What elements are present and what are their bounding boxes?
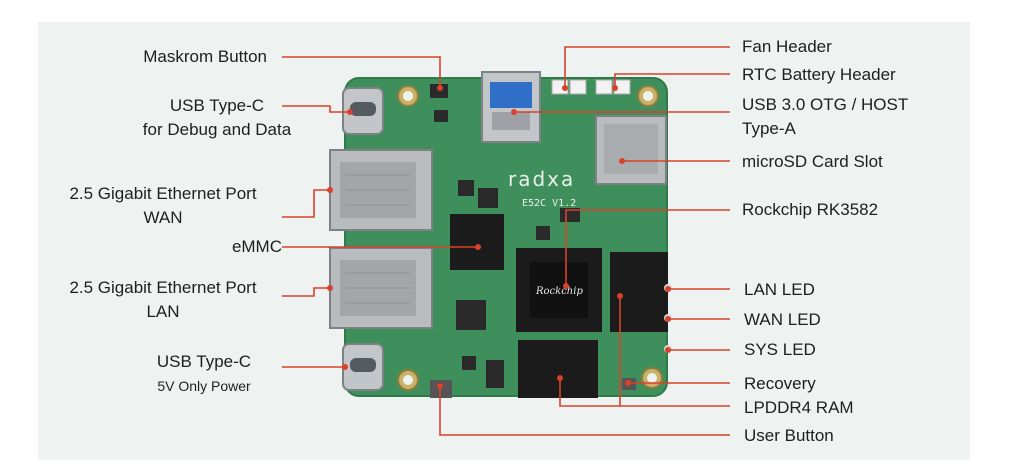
label-usbc-power-line1: USB Type-C [156,352,252,371]
soc-chip [516,248,602,332]
label-eth-lan-line2: LAN [146,302,180,321]
label-fan-text: Fan Header [742,37,832,56]
label-usb3-line2: Type-A [742,119,796,138]
label-eth-wan-line1: 2.5 Gigabit Ethernet Port [69,184,257,203]
label-lpddr4-text: LPDDR4 RAM [744,398,854,417]
label-usbc-debug-line1: USB Type-C [169,96,265,115]
leader-dots [327,85,671,389]
label-sys-led-text: SYS LED [744,340,816,359]
label-microsd-text: microSD Card Slot [742,152,883,171]
label-usb3-line1: USB 3.0 OTG / HOST [742,95,909,114]
emmc-chip [450,214,504,270]
label-fan: Fan Header [742,35,832,59]
label-wan-led: WAN LED [744,308,821,332]
label-lan-led: LAN LED [744,278,815,302]
label-usbc-debug: USB Type-C for Debug and Data [92,94,342,142]
soc-marking-text: Rockchip [535,286,583,297]
label-user-button-text: User Button [744,426,834,445]
mounting-holes [397,85,663,391]
label-wan-led-text: WAN LED [744,310,821,329]
label-rtc: RTC Battery Header [742,63,896,87]
label-recovery-text: Recovery [744,374,816,393]
usb3-port [481,71,541,143]
board-brand-text: radxa [508,167,575,191]
microsd-slot [595,115,667,185]
lpddr4-chip-right [610,252,668,332]
label-maskrom-text: Maskrom Button [143,47,267,66]
ethernet-lan-port [329,247,433,329]
label-rtc-text: RTC Battery Header [742,65,896,84]
usbc-debug-port [342,87,384,135]
misc-components [430,84,636,398]
label-microsd: microSD Card Slot [742,150,883,174]
label-eth-lan-line1: 2.5 Gigabit Ethernet Port [69,278,257,297]
label-usb3: USB 3.0 OTG / HOST Type-A [742,93,908,141]
label-usbc-power-line2: 5V Only Power [157,378,251,394]
label-maskrom: Maskrom Button [143,45,267,69]
label-recovery: Recovery [744,372,816,396]
label-emmc: eMMC [232,235,282,259]
label-eth-wan: 2.5 Gigabit Ethernet Port WAN [40,182,286,230]
label-eth-wan-line2: WAN [143,208,183,227]
label-lpddr4: LPDDR4 RAM [744,396,854,420]
label-usbc-debug-line2: for Debug and Data [142,120,292,139]
label-soc-text: Rockchip RK3582 [742,200,879,219]
label-eth-lan: 2.5 Gigabit Ethernet Port LAN [40,276,286,324]
label-user-button: User Button [744,424,834,448]
label-usbc-power: USB Type-C 5V Only Power [120,350,288,398]
label-lan-led-text: LAN LED [744,280,815,299]
label-emmc-text: eMMC [231,237,282,256]
leader-lines [282,46,730,436]
ethernet-wan-port [329,149,433,231]
label-sys-led: SYS LED [744,338,816,362]
usbc-power-port [342,343,384,391]
label-soc: Rockchip RK3582 [742,198,878,222]
lpddr4-chip-bottom [518,340,598,398]
board-model-text: E52C V1.2 [522,198,576,209]
